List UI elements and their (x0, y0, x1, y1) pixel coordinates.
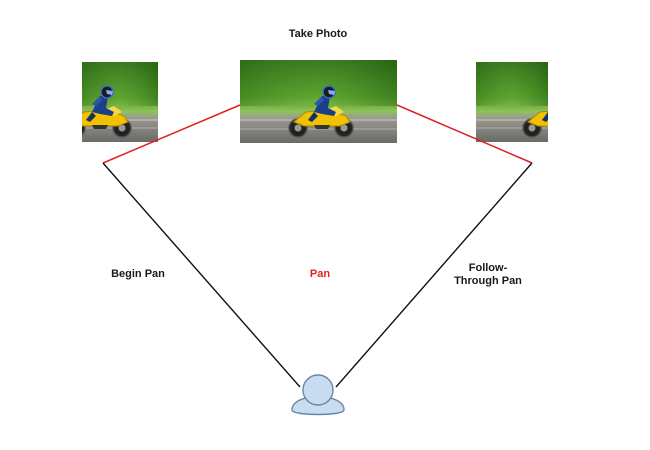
sight-line-right (335, 162, 533, 388)
follow-through-pan-label: Follow- Through Pan (440, 262, 536, 288)
begin-pan-label: Begin Pan (111, 268, 165, 280)
photographer-icon (291, 374, 345, 416)
left-photo (82, 62, 158, 142)
sight-lines (102, 162, 533, 388)
sight-line-left (102, 162, 301, 388)
pan-path-center-to-right (396, 104, 533, 164)
pan-label: Pan (309, 268, 331, 280)
follow-through-line-1: Follow- (468, 262, 508, 274)
center-photo (240, 60, 397, 143)
pan-path-left-to-center (102, 104, 241, 164)
pan-path (102, 104, 533, 164)
follow-through-line-2: Through Pan (454, 275, 522, 287)
right-photo (476, 62, 548, 142)
take-photo-label: Take Photo (288, 28, 348, 40)
